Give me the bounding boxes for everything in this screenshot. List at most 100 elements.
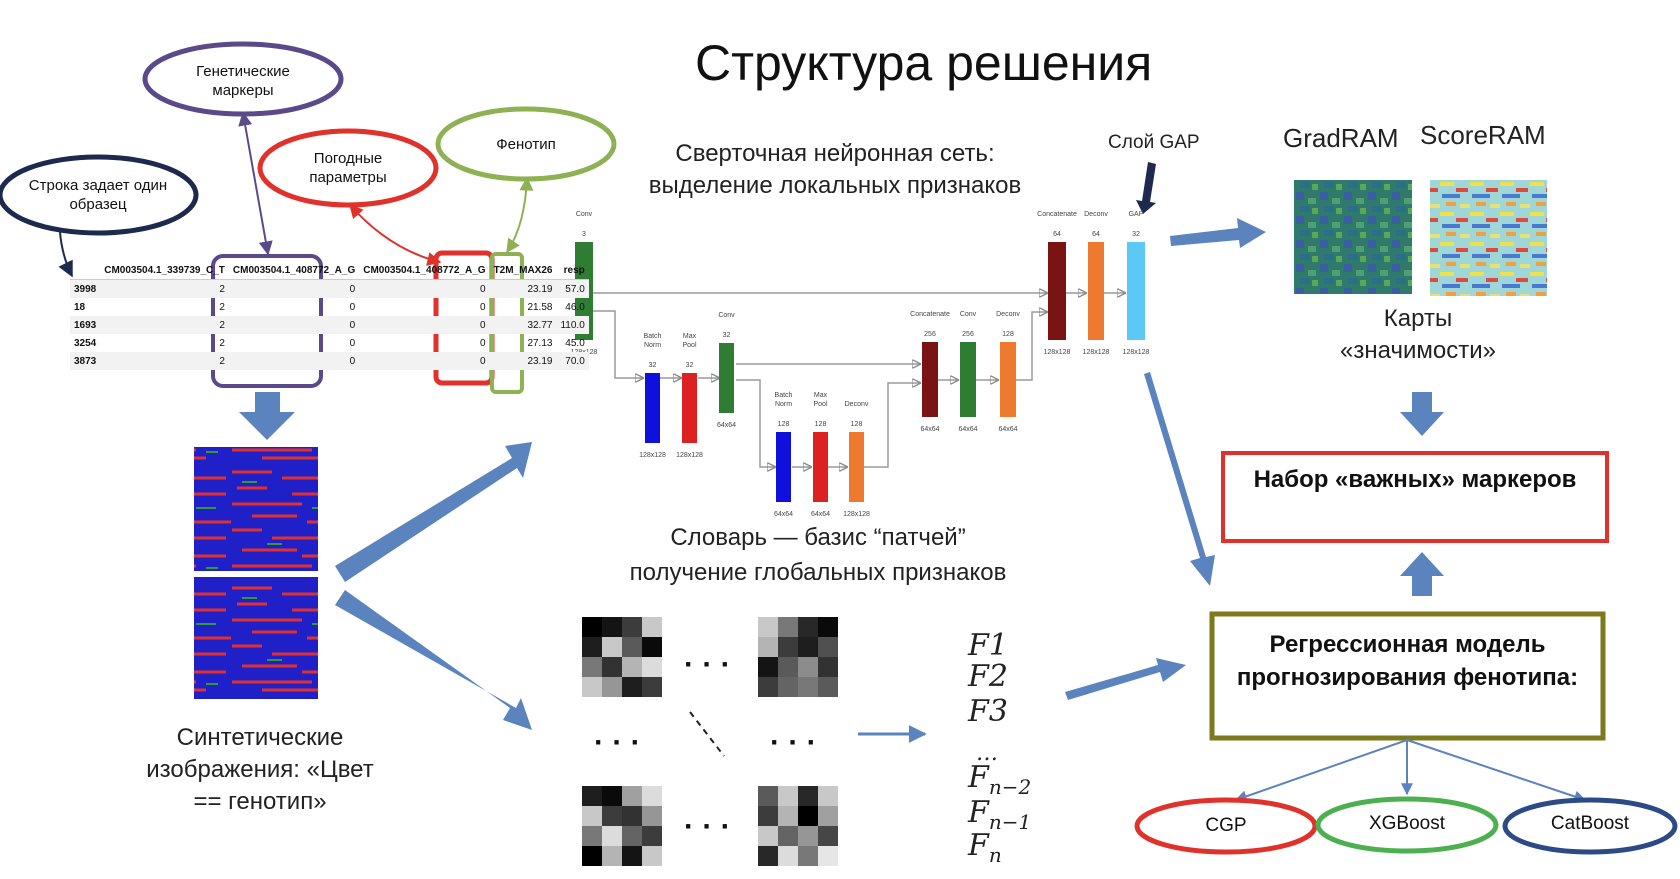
cnn-layer-channels: 256 [962,331,974,338]
synthetic-image-1 [194,447,318,571]
patch-cell [642,826,662,846]
cnn-layer-block [1088,242,1104,340]
cnn-layer-size: 64x64 [920,426,939,433]
patch-cell [622,617,642,637]
cnn-layer-block [849,432,864,502]
cnn-layer-size: 64x64 [958,426,977,433]
cnn-layer-size: 64x64 [717,422,736,429]
patch-cell [818,806,838,826]
cnn-layer-name: Conv [576,211,593,218]
cnn-layer-size: 128x128 [639,452,666,459]
callout-ellipse-sample-row [0,154,199,236]
patch-cell [798,826,818,846]
dictionary-caption-line2: получение глобальных признаков [629,559,1007,586]
cnn-layer-size: 128x128 [1083,349,1110,356]
patch-cell [758,786,778,806]
cnn-layer-size: 64x64 [998,426,1017,433]
regression-box [1209,611,1606,741]
patch-cell [642,657,662,677]
cnn-layer-block [960,342,976,417]
feature-fn: Fn [968,828,1002,867]
dictionary-patches [582,617,838,866]
patch-cell [798,637,818,657]
patch-cell [602,786,622,806]
feature-fn1: Fn−1 [968,795,1032,834]
patch-cell [642,677,662,697]
cnn-layer-name: Norm [644,342,661,349]
important-markers-label: Набор «важных» маркеров [1253,466,1577,493]
cnn-layer-channels: 64 [1092,231,1100,238]
patch-cell [602,637,622,657]
patch-cell [798,657,818,677]
cnn-layer-name: Deconv [996,311,1020,318]
table-header-snp2: CM003504.1_408772_A_G [232,264,356,276]
cnn-layer-size: 128x128 [1123,349,1150,356]
dots-col1: · · · [594,726,641,759]
patch-cell [758,806,778,826]
patch-cell [642,846,662,866]
patch-cell [582,657,602,677]
arrow-cnn-to-regression [1144,372,1215,586]
patch-cell [602,657,622,677]
scoreram-label: ScoreRAM [1420,120,1546,150]
patch-cell [582,677,602,697]
cnn-layer-name: Max [683,333,697,340]
patch-cell [778,617,798,637]
model-ellipse-xgboost [1315,796,1499,854]
scoreram-map [1430,180,1547,296]
cnn-layer-block [719,343,734,413]
cnn-layer-name: Deconv [1084,211,1108,218]
patch-cell [818,826,838,846]
patch-cell [798,806,818,826]
arrow-maps-to-markers [1400,392,1444,436]
patch-cell [642,637,662,657]
cnn-layer-size: 128x128 [1044,349,1071,356]
cnn-layer-size: 64x64 [811,511,830,518]
cnn-layer-channels: 64 [1053,231,1061,238]
patch-cell [582,806,602,826]
connector-genetic [238,111,273,256]
patch-cell [758,677,778,697]
cnn-layer-name: Max [814,392,828,399]
patch-cell [582,786,602,806]
cnn-layer-block [1000,342,1016,417]
model-catboost: CatBoost [1550,813,1630,834]
cnn-layer-name: Batch [775,392,793,399]
model-cgp: CGP [1205,815,1247,836]
patch-cell [778,846,798,866]
patch-cell [582,617,602,637]
patch-cell [582,637,602,657]
connector-weather [349,203,442,266]
patch-cell [778,637,798,657]
callout-genetic-text: Генетические маркеры [196,63,290,99]
feature-f1: F1 [968,628,1008,663]
cnn-layer-name: Deconv [845,401,869,408]
patch-cell [818,677,838,697]
cnn-caption-line2: выделение локальных признаков [648,172,1022,199]
important-markers-box [1221,451,1609,543]
patch-cell [818,617,838,637]
patch-cell [602,826,622,846]
dots-col2: · · · [770,726,817,759]
callout-weather-text: Погодные параметры [309,150,387,186]
patch-cell [622,806,642,826]
slide-title: Структура решения [695,35,1153,91]
patch-cell [818,637,838,657]
patch-cell [622,786,642,806]
cnn-layer-channels: 128 [815,421,827,428]
gradram-label: GradRAM [1283,123,1399,153]
gradram-map [1294,180,1412,294]
cnn-layer-channels: 3 [582,231,586,238]
patch-cell [758,637,778,657]
patch-cell [622,846,642,866]
connector-phenotype [506,176,534,254]
model-branches [1234,739,1587,803]
cnn-layer-channels: 256 [924,331,936,338]
cnn-layer-block [645,373,660,443]
patch-cell [798,846,818,866]
cnn-layer-name: Conv [718,312,735,319]
feature-ellipsis: … [976,741,998,766]
feature-f2: F2 [968,659,1008,694]
